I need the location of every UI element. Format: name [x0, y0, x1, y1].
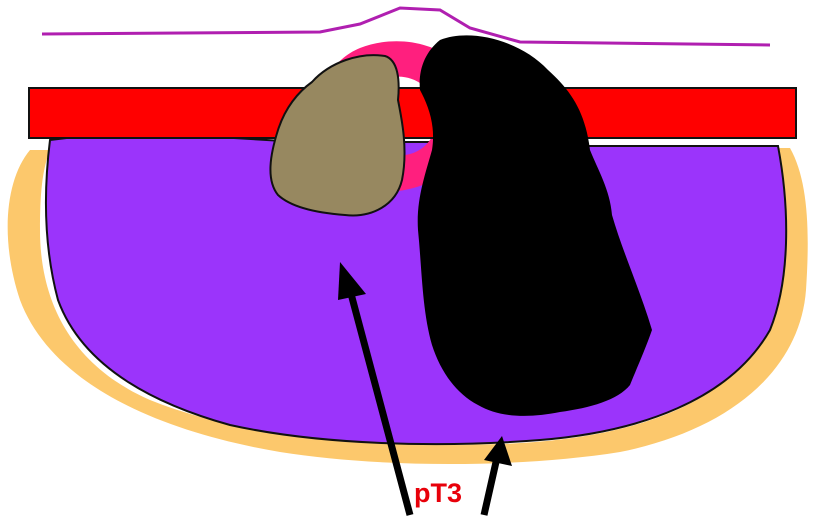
red-band — [29, 88, 796, 138]
top-line — [42, 8, 770, 45]
olive-mass — [270, 55, 404, 215]
stage-label: pT3 — [414, 478, 484, 508]
